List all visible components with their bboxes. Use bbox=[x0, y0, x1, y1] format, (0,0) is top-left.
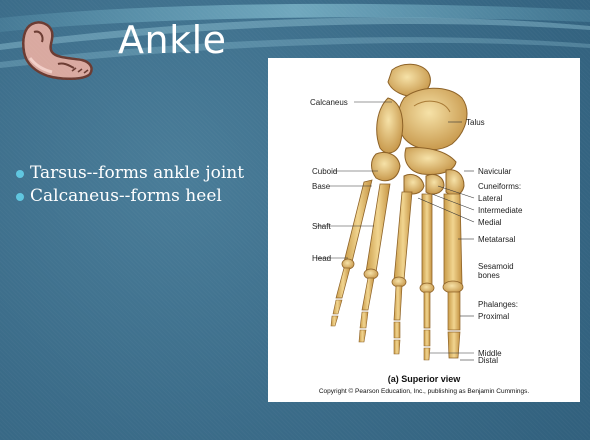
label-intermediate: Intermediate bbox=[478, 206, 522, 215]
label-metatarsal: Metatarsal bbox=[478, 235, 515, 244]
label-proximal: Proximal bbox=[478, 312, 509, 321]
label-sesamoid: Sesamoid bbox=[478, 262, 514, 271]
label-base: Base bbox=[312, 182, 330, 191]
label-sesamoid-bones: bones bbox=[478, 271, 500, 280]
label-distal: Distal bbox=[478, 356, 498, 365]
foot-clipart-icon bbox=[18, 18, 98, 82]
figure-copyright: Copyright © Pearson Education, Inc., pub… bbox=[268, 388, 580, 395]
bullet-list: Tarsus--forms ankle joint Calcaneus--for… bbox=[16, 162, 266, 208]
label-talus: Talus bbox=[466, 118, 485, 127]
label-shaft: Shaft bbox=[312, 222, 331, 231]
label-head: Head bbox=[312, 254, 331, 263]
label-lateral: Lateral bbox=[478, 194, 502, 203]
slide-title: Ankle bbox=[118, 18, 227, 62]
label-calcaneus: Calcaneus bbox=[310, 98, 348, 107]
bullet-item-tarsus: Tarsus--forms ankle joint bbox=[16, 162, 266, 185]
label-cuneiforms: Cuneiforms: bbox=[478, 182, 521, 191]
bullet-item-calcaneus: Calcaneus--forms heel bbox=[16, 185, 266, 208]
figure-caption: (a) Superior view bbox=[268, 374, 580, 384]
label-navicular: Navicular bbox=[478, 167, 511, 176]
label-phalanges: Phalanges: bbox=[478, 300, 518, 309]
label-medial: Medial bbox=[478, 218, 502, 227]
label-cuboid: Cuboid bbox=[312, 167, 337, 176]
foot-bones-figure: Calcaneus Cuboid Base Shaft Head Talus N… bbox=[268, 58, 580, 402]
